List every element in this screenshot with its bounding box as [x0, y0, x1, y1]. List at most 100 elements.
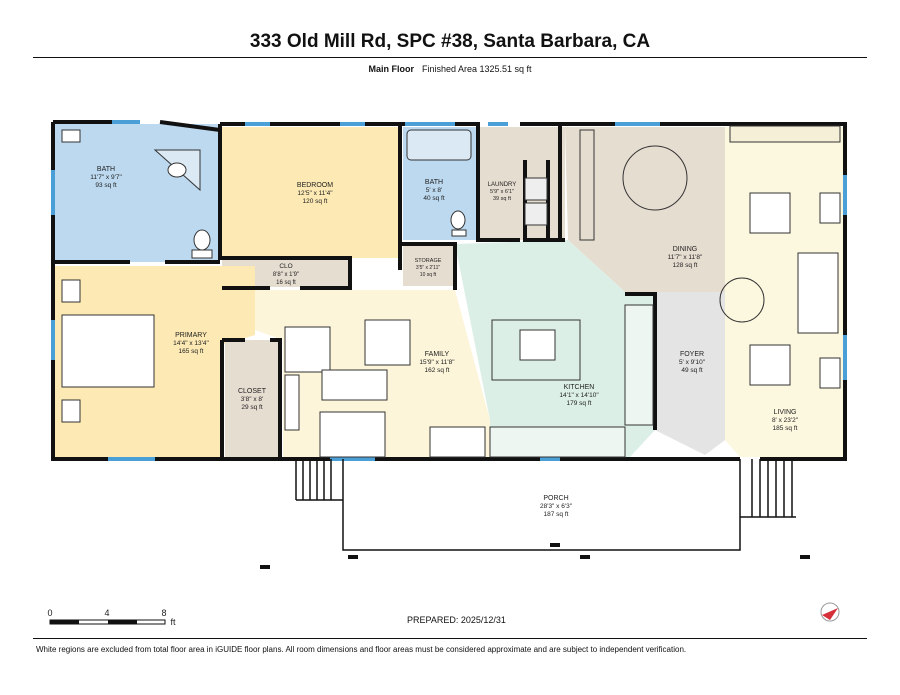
bathtub-icon	[406, 129, 472, 161]
bedroom-area: 120 sq ft	[303, 198, 328, 205]
kitchen-name: KITCHEN	[564, 384, 595, 391]
clo-name: CLO	[279, 263, 292, 270]
bedroom-west-wall	[218, 124, 352, 290]
prepared-date: PREPARED: 2025/12/31	[407, 615, 506, 625]
family-name: FAMILY	[425, 351, 450, 358]
storage-dims: 3'5" x 2'11"	[416, 265, 440, 271]
sofa-icon-2	[319, 411, 386, 458]
bedroom-dims: 12'5" x 11'4"	[297, 190, 333, 197]
storage-area: 10 sq ft	[420, 272, 437, 278]
porch-area: 187 sq ft	[544, 511, 569, 518]
dryer-icon	[524, 202, 548, 226]
dining-counter	[579, 129, 595, 241]
closet-dims: 3'8" x 8'	[241, 396, 264, 403]
family-area: 162 sq ft	[425, 367, 450, 374]
living-dims: 8' x 23'2"	[772, 417, 799, 424]
closet-walls	[220, 338, 282, 459]
coffee-table	[321, 369, 388, 401]
kitchen-area: 179 sq ft	[567, 400, 592, 407]
foyer-walls	[625, 292, 657, 430]
plan-title: 333 Old Mill Rd, SPC #38, Santa Barbara,…	[249, 31, 651, 52]
kitchen-counter	[489, 426, 626, 458]
bath2-east-wall	[476, 124, 520, 242]
bedroom-name: BEDROOM	[297, 182, 333, 189]
bath2-area: 40 sq ft	[423, 195, 445, 202]
armchair-icon-2	[749, 344, 791, 386]
foyer-name: FOYER	[680, 351, 704, 358]
porch-posts	[260, 543, 810, 569]
dining-table-icon	[622, 145, 688, 211]
laundry-dims: 5'9" x 6'1"	[490, 189, 514, 195]
foyer-dims: 5' x 9'10"	[679, 359, 706, 366]
north-east-wall	[520, 122, 847, 461]
toilet-tank	[191, 249, 213, 259]
nightstand-2	[61, 399, 81, 423]
laundry-area: 39 sq ft	[493, 196, 512, 202]
living-name: LIVING	[774, 409, 797, 416]
bath2-name: BATH	[425, 179, 443, 186]
sink-icon	[167, 162, 187, 178]
living-area: 185 sq ft	[773, 425, 798, 432]
room-labels: BATH 11'7" x 9'7" 93 sq ft BEDROOM 12'5"…	[90, 166, 799, 518]
storage-name: STORAGE	[415, 258, 442, 264]
storage-walls	[400, 242, 457, 290]
nightstand-1	[61, 279, 81, 303]
bath1-dims: 11'7" x 9'7"	[90, 174, 122, 181]
porch-dims: 28'3" x 6'3"	[540, 503, 573, 510]
side-table	[819, 192, 841, 224]
floor-name: Main Floor	[368, 64, 414, 74]
dining-dims: 11'7" x 11'8"	[668, 254, 703, 261]
dining-area: 128 sq ft	[673, 262, 698, 269]
bath1-area: 93 sq ft	[95, 182, 117, 189]
laundry-name: LAUNDRY	[488, 182, 517, 188]
closet-name: CLOSET	[238, 388, 267, 395]
primary-fill	[55, 266, 255, 457]
kitchen-dims: 14'1" x 14'10"	[559, 392, 599, 399]
closet-area: 29 sq ft	[241, 404, 263, 411]
primary-area: 165 sq ft	[179, 348, 204, 355]
west-south-wall	[51, 122, 740, 461]
sofa-icon	[797, 252, 839, 334]
bath2-dims: 5' x 8'	[426, 187, 443, 194]
foyer-fill	[655, 292, 725, 455]
foyer-area: 49 sq ft	[681, 367, 703, 374]
toilet-icon	[193, 229, 211, 251]
scale-bar: 0 4 8 ft	[47, 608, 176, 627]
fixtures	[61, 125, 841, 622]
tv-console	[284, 374, 300, 431]
finished-area: Finished Area 1325.51 sq ft	[421, 64, 532, 74]
primary-dims: 14'4" x 13'4"	[173, 340, 209, 347]
scale-8: 8	[161, 608, 166, 618]
kitchen-side-counter	[624, 304, 654, 426]
porch-name: PORCH	[543, 495, 568, 502]
primary-name: PRIMARY	[175, 332, 207, 339]
scale-4: 4	[104, 608, 109, 618]
footer-rule	[33, 638, 867, 639]
floor-subtitle: Main Floor Finished Area 1325.51 sq ft	[0, 64, 900, 74]
bedroom-fill	[222, 127, 400, 258]
washer-icon	[524, 177, 548, 201]
footer-note: White regions are excluded from total fl…	[36, 645, 687, 654]
clo-dims: 8'8" x 1'9"	[273, 272, 299, 278]
scale-0: 0	[47, 608, 52, 618]
windows	[51, 120, 847, 461]
armchair-icon-3	[284, 326, 331, 373]
storage-fill	[403, 245, 453, 286]
armchair-icon	[749, 192, 791, 234]
toilet-icon-2	[450, 210, 466, 230]
bed-icon	[61, 314, 155, 388]
clo-area: 16 sq ft	[276, 280, 296, 286]
bath1-name: BATH	[97, 166, 115, 173]
living-shelf	[729, 125, 841, 143]
scale-unit: ft	[170, 617, 176, 627]
family-dims: 15'9" x 11'8"	[419, 359, 455, 366]
side-table-2	[819, 357, 841, 389]
title-rule	[33, 57, 867, 58]
porch	[295, 459, 796, 551]
armchair-icon-4	[364, 319, 411, 366]
dining-name: DINING	[673, 246, 698, 253]
bath1-cabinet	[61, 129, 81, 143]
ottoman-icon	[719, 277, 765, 323]
stove-icon	[519, 329, 556, 361]
